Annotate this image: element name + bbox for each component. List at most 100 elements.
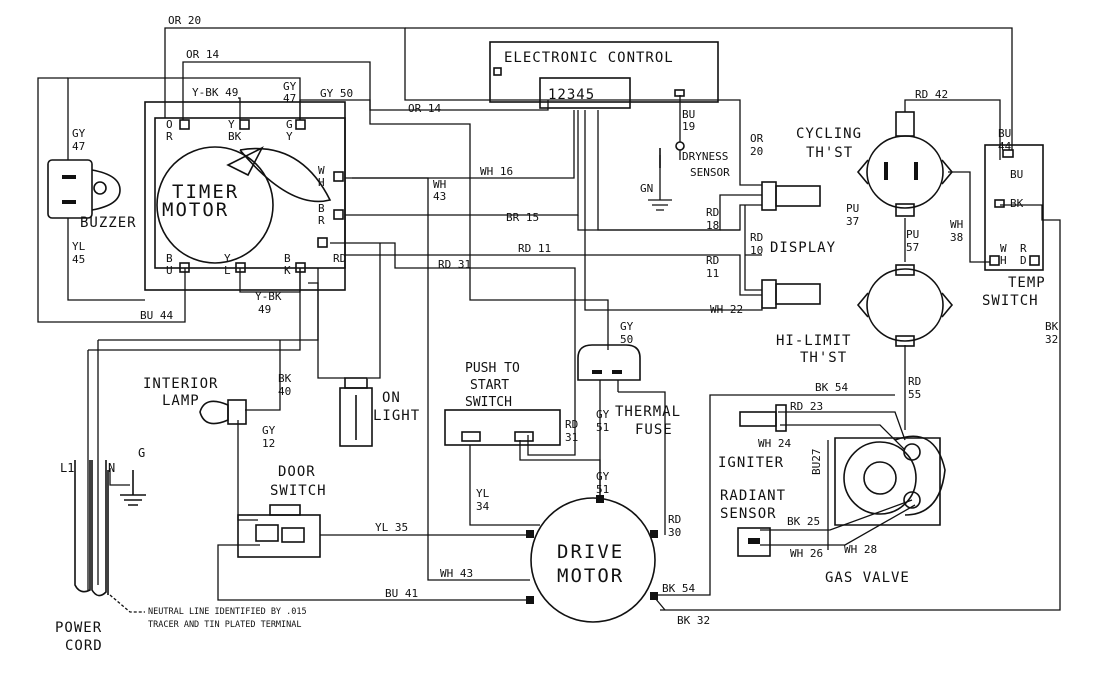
wire-label: RD bbox=[706, 254, 719, 267]
thermal-label-1: THERMAL bbox=[615, 404, 681, 420]
on-label-1: ON bbox=[382, 390, 401, 406]
terminal-gy-label: G bbox=[286, 118, 293, 131]
terminal-bk-label: B bbox=[284, 252, 291, 265]
wire-label: 37 bbox=[846, 215, 859, 228]
wire-label: Y-BK 49 bbox=[192, 86, 238, 99]
timer-label-1: TIMER bbox=[172, 181, 239, 203]
wire-label: 47 bbox=[283, 92, 296, 105]
neutral-note-2: TRACER AND TIN PLATED TERMINAL bbox=[148, 620, 302, 630]
wire-label: 12 bbox=[262, 437, 275, 450]
wire-label: Y-BK bbox=[255, 290, 282, 303]
terminal-or-label: O bbox=[166, 118, 173, 131]
wire-label: WH bbox=[433, 178, 446, 191]
wire-label: 50 bbox=[620, 333, 633, 346]
wire-label: YL 35 bbox=[375, 521, 408, 534]
wire-label: GY bbox=[596, 470, 610, 483]
drive-label-2: MOTOR bbox=[557, 565, 624, 587]
terminal-rd bbox=[317, 237, 328, 248]
power-label-1: POWER bbox=[55, 620, 102, 636]
interior-lamp: INTERIOR LAMP bbox=[143, 376, 247, 425]
wire-label: WH 26 bbox=[790, 547, 823, 560]
terminal-yl-label: Y bbox=[224, 252, 231, 265]
wire-label: BK bbox=[1045, 320, 1059, 333]
wire-label: PU bbox=[906, 228, 919, 241]
svg-text:H: H bbox=[1000, 254, 1007, 267]
wire-label: 51 bbox=[596, 483, 609, 496]
wire-label: GY bbox=[620, 320, 634, 333]
n-label: N bbox=[108, 461, 115, 475]
dryness-label-1: DRYNESS bbox=[682, 150, 728, 163]
dryness-label-2: SENSOR bbox=[690, 166, 730, 179]
terminal-wh bbox=[333, 171, 344, 182]
thermal-label-2: FUSE bbox=[635, 422, 673, 438]
push-label-2: START bbox=[470, 378, 509, 393]
hilimit-label-1: HI-LIMIT bbox=[776, 333, 851, 349]
wire-label: OR 20 bbox=[168, 14, 201, 27]
wire-label: GY 50 bbox=[320, 87, 353, 100]
door-label-1: DOOR bbox=[278, 464, 316, 480]
thermal-fuse: THERMAL FUSE bbox=[577, 344, 681, 438]
gas-valve-label: GAS VALVE bbox=[825, 570, 910, 586]
terminal-br bbox=[333, 209, 344, 220]
buzzer: BUZZER bbox=[47, 159, 137, 231]
cycling-thermostat: CYCLING TH'ST bbox=[796, 111, 954, 217]
push-label-1: PUSH TO bbox=[465, 361, 520, 376]
wire-label: OR 14 bbox=[186, 48, 219, 61]
svg-text:H: H bbox=[318, 176, 325, 189]
wire-label: BU 44 bbox=[140, 309, 173, 322]
wire-label: 11 bbox=[706, 267, 719, 280]
wire-label: BK bbox=[278, 372, 292, 385]
temp-label-2: SWITCH bbox=[982, 293, 1039, 309]
buzzer-label: BUZZER bbox=[80, 215, 137, 231]
terminal-bu-label: B bbox=[166, 252, 173, 265]
wire-label: 31 bbox=[565, 431, 578, 444]
wire-label: PU bbox=[846, 202, 859, 215]
cycling-label-1: CYCLING bbox=[796, 126, 862, 142]
gn-label: GN bbox=[640, 182, 653, 195]
wire-label: 34 bbox=[476, 500, 490, 513]
wire-label: BK 54 bbox=[662, 582, 695, 595]
wire-label: GY bbox=[596, 408, 610, 421]
neutral-note-1: NEUTRAL LINE IDENTIFIED BY .015 bbox=[148, 607, 307, 617]
drive-label-1: DRIVE bbox=[557, 541, 624, 563]
radiant-label-1: RADIANT bbox=[720, 488, 786, 504]
svg-text:Y: Y bbox=[286, 130, 293, 143]
wire-label: 49 bbox=[258, 303, 271, 316]
terminal-yl bbox=[235, 262, 246, 273]
control-pin-numbers: 12345 bbox=[548, 87, 595, 103]
temp-wh-label: W bbox=[1000, 242, 1007, 255]
igniter: IGNITER bbox=[718, 404, 787, 471]
hilimit-thermostat: HI-LIMIT TH'ST bbox=[776, 264, 954, 366]
terminal-rd-label: RD bbox=[333, 252, 346, 265]
wire-label: 57 bbox=[906, 241, 919, 254]
electronic-control: ELECTRONIC CONTROL 12345 bbox=[489, 41, 719, 109]
wire-label: BU 41 bbox=[385, 587, 418, 600]
temp-bu-label: BU bbox=[1010, 168, 1023, 181]
wire-label: 30 bbox=[668, 526, 681, 539]
radiant-sensor: RADIANT SENSOR bbox=[720, 488, 786, 557]
wire-label: OR bbox=[750, 132, 764, 145]
wire-label: 20 bbox=[750, 145, 763, 158]
wire-label: 38 bbox=[950, 231, 963, 244]
wire-label: 51 bbox=[596, 421, 609, 434]
wire-label: 47 bbox=[72, 140, 85, 153]
svg-text:D: D bbox=[1020, 254, 1027, 267]
wire-label: RD bbox=[706, 206, 719, 219]
wire-label: 45 bbox=[72, 253, 85, 266]
hilimit-label-2: TH'ST bbox=[800, 350, 847, 366]
door-switch: DOOR SWITCH bbox=[237, 464, 326, 558]
on-light: ON LIGHT bbox=[339, 377, 419, 447]
electronic-control-label: ELECTRONIC CONTROL bbox=[504, 50, 674, 66]
wire-label: 32 bbox=[1045, 333, 1058, 346]
svg-text:R: R bbox=[318, 214, 325, 227]
temp-label-1: TEMP bbox=[1008, 275, 1046, 291]
temp-switch: BU BK W H R D TEMP SWITCH bbox=[982, 144, 1046, 309]
wire-label: BU27 bbox=[810, 449, 823, 476]
wire-label: OR 14 bbox=[408, 102, 441, 115]
wire-label: 19 bbox=[682, 120, 695, 133]
wire-label: BK 54 bbox=[815, 381, 848, 394]
wire-label: 44 bbox=[998, 140, 1012, 153]
terminal-wh-label: W bbox=[318, 164, 325, 177]
